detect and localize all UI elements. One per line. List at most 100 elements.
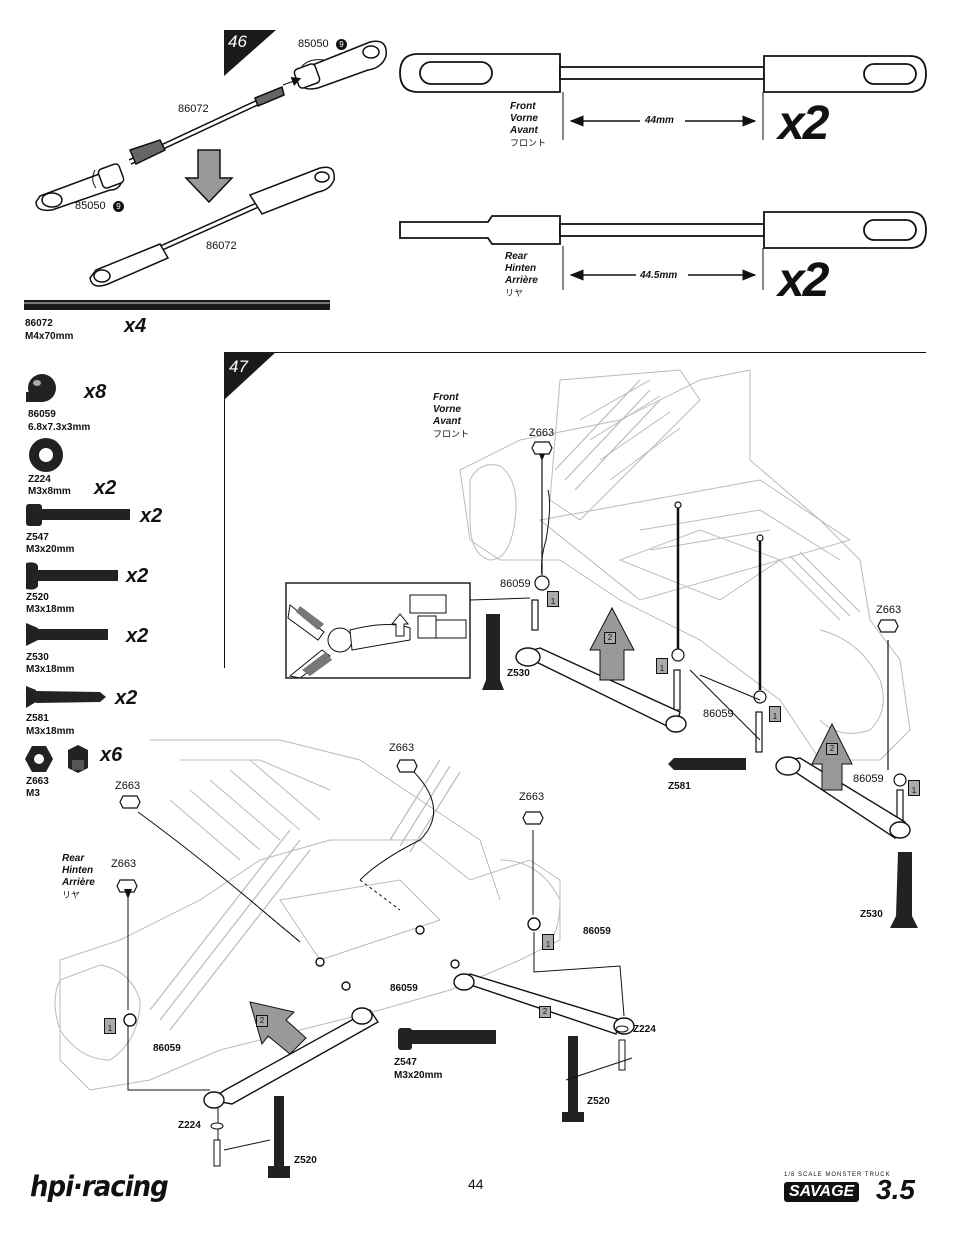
lock-nut-icon: [25, 745, 88, 773]
front-length: 44mm: [645, 115, 674, 126]
size-z224: M3x8mm: [28, 486, 71, 497]
callout-z530-b: Z530: [860, 909, 883, 920]
step-tag-1-e: 1: [104, 1018, 116, 1034]
front-label-jp: フロント: [510, 138, 547, 148]
step-47-divider: [224, 352, 926, 353]
step-46-badge: 46: [224, 30, 276, 76]
callout-z581: Z581: [668, 781, 691, 792]
size-z547: M3x20mm: [26, 544, 75, 555]
badge-9-top: 9: [336, 39, 347, 50]
size-z581: M3x18mm: [26, 726, 75, 737]
callout-86059-b: 86059: [703, 708, 734, 720]
step-tag-2-rear-a: 2: [256, 1015, 268, 1027]
ball-stud-icon: [26, 374, 56, 402]
step-tag-1-f: 1: [542, 934, 554, 950]
front-label-block: Front Vorne Avant フロント: [510, 101, 546, 149]
callout-86059-a: 86059: [500, 578, 531, 590]
rear-label-en: Rear: [505, 251, 528, 262]
callout-z530-a: Z530: [507, 668, 530, 679]
badge-9-bottom: 9: [113, 201, 124, 212]
hpi-racing-logo-text: hpi·racing: [30, 1170, 169, 1204]
rear-qty: x2: [778, 254, 829, 307]
rod-spec-qty: x4: [124, 315, 147, 337]
callout-z663-b: Z663: [876, 604, 902, 616]
callout-z520-a: Z520: [587, 1096, 610, 1107]
callout-z547-size: M3x20mm: [394, 1070, 443, 1081]
step47-rear-de: Hinten: [62, 865, 94, 876]
qty-86059: x8: [84, 381, 107, 403]
cap-screw-icon: [26, 504, 130, 526]
step-tag-2-front-a: 2: [604, 632, 616, 644]
step47-front-de: Vorne: [433, 404, 461, 415]
step-tag-1-b: 1: [656, 658, 668, 674]
callout-z663-f: Z663: [111, 858, 137, 870]
step-46-number: 46: [228, 32, 247, 51]
callout-z663-d: Z663: [115, 780, 141, 792]
callout-z224-a: Z224: [633, 1024, 656, 1035]
part-85050-bottom: 85050: [75, 200, 106, 212]
step47-rear-jp: リヤ: [62, 890, 81, 900]
callout-86059-f: 86059: [153, 1043, 181, 1054]
hpi-racing-logo: hpi·racing: [30, 1170, 169, 1204]
part-85050-top: 85050: [298, 38, 329, 50]
part-86072-top: 86072: [178, 103, 209, 115]
code-z520: Z520: [26, 592, 49, 603]
qty-z581: x2: [115, 687, 138, 709]
size-z520: M3x18mm: [26, 604, 75, 615]
step47-front-en: Front: [433, 392, 459, 403]
code-86059: 86059: [28, 409, 56, 420]
step-47-left-rule: [224, 352, 225, 668]
step-47-number: 47: [229, 357, 248, 376]
step-tag-1-c: 1: [769, 706, 781, 722]
front-label-de: Vorne: [510, 113, 538, 124]
rear-label-fr: Arrière: [505, 275, 538, 286]
callout-86059-d: 86059: [583, 926, 611, 937]
front-qty: x2: [778, 97, 829, 150]
rear-label-block: Rear Hinten Arrière リヤ: [505, 251, 538, 299]
code-z663: Z663: [26, 776, 49, 787]
rear-chassis-sketch: [54, 739, 561, 1091]
size-z530: M3x18mm: [26, 664, 75, 675]
code-z547: Z547: [26, 532, 49, 543]
step47-front-label: Front Vorne Avant フロント: [433, 392, 469, 440]
savage-logo: 1/8 SCALE MONSTER TRUCK SAVAGE 3.5: [784, 1172, 924, 1212]
savage-tagline: 1/8 SCALE MONSTER TRUCK: [784, 1172, 891, 1178]
step47-rear-fr: Arrière: [62, 877, 95, 888]
rear-label-de: Hinten: [505, 263, 537, 274]
step47-front-jp: フロント: [433, 429, 470, 439]
step-tag-1-a: 1: [547, 591, 559, 607]
rod-spec-size: M4x70mm: [25, 331, 74, 342]
self-tap-screw-icon: [26, 686, 106, 708]
part-86072-assembled: 86072: [206, 240, 237, 252]
qty-z663: x6: [100, 744, 123, 766]
qty-z224: x2: [94, 477, 117, 499]
step-tag-1-d: 1: [908, 780, 920, 796]
front-label-en: Front: [510, 101, 536, 112]
step-tag-2-rear-b: 2: [539, 1006, 551, 1018]
size-86059: 6.8x7.3x3mm: [28, 422, 91, 433]
button-screw-icon: [26, 562, 118, 590]
step47-front-fr: Avant: [433, 416, 461, 427]
callout-z663-a: Z663: [529, 427, 555, 439]
rod-spec-code: 86072: [25, 318, 53, 329]
code-z581: Z581: [26, 713, 49, 724]
callout-z224-b: Z224: [178, 1120, 201, 1131]
step-tag-2-front-b: 2: [826, 743, 838, 755]
washer-icon: [29, 438, 63, 472]
rear-length: 44.5mm: [640, 270, 678, 281]
page-number: 44: [468, 1176, 484, 1192]
callout-z547: Z547: [394, 1057, 417, 1068]
code-z530: Z530: [26, 652, 49, 663]
callout-z663-e: Z663: [519, 791, 545, 803]
flat-screw-icon: [26, 623, 108, 646]
callout-86059-c: 86059: [853, 773, 884, 785]
rear-label-jp: リヤ: [505, 288, 524, 298]
front-chassis-sketch: [459, 369, 911, 761]
code-z224: Z224: [28, 474, 51, 485]
ball-stud-detail-inset: [285, 582, 471, 679]
